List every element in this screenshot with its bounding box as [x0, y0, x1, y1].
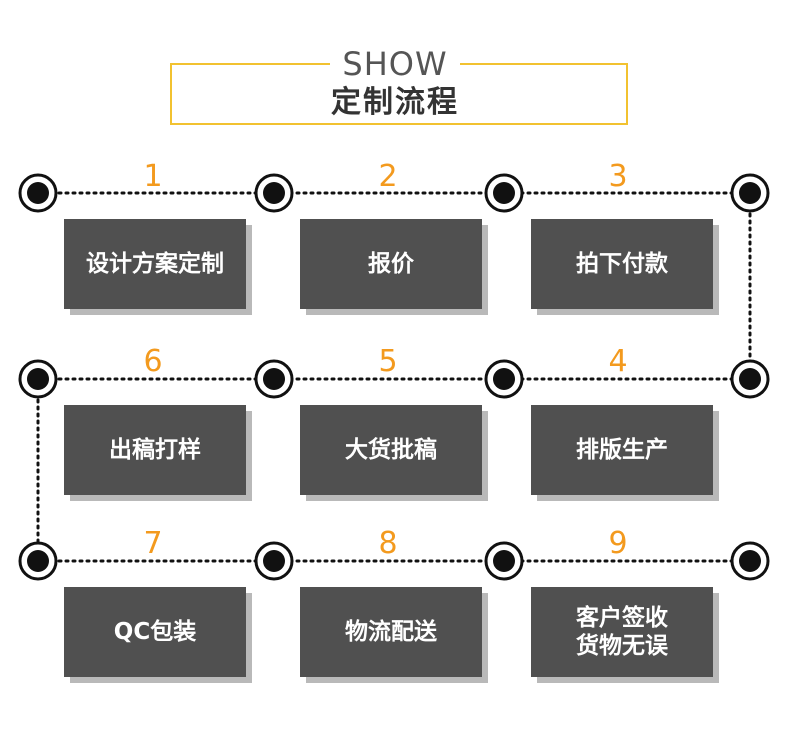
step-number-6: 6	[143, 344, 163, 379]
connector-node	[484, 173, 524, 213]
step-label-1: 设计方案定制	[86, 251, 224, 277]
connector-node	[730, 541, 770, 581]
step-number-1: 1	[143, 159, 163, 194]
step-label-3: 拍下付款	[576, 251, 668, 277]
connector-node	[18, 359, 58, 399]
step-box-3: 拍下付款	[531, 219, 713, 309]
step-number-4: 4	[608, 344, 628, 379]
connector-node	[18, 541, 58, 581]
step-number-2: 2	[378, 159, 398, 194]
step-label-4: 排版生产	[576, 437, 668, 463]
step-number-7: 7	[143, 526, 163, 561]
step-box-7: QC包装	[64, 587, 246, 677]
step-number-5: 5	[378, 344, 398, 379]
step-box-5: 大货批稿	[300, 405, 482, 495]
step-label-6: 出稿打样	[109, 437, 201, 463]
title-cn: 定制流程	[0, 83, 790, 123]
step-box-8: 物流配送	[300, 587, 482, 677]
connector-node	[254, 359, 294, 399]
step-box-9: 客户签收 货物无误	[531, 587, 713, 677]
step-label-9: 客户签收 货物无误	[576, 605, 668, 659]
connector-node	[18, 173, 58, 213]
step-label-7: QC包装	[113, 619, 197, 645]
connector-node	[254, 173, 294, 213]
connector-node	[484, 541, 524, 581]
step-number-9: 9	[608, 526, 628, 561]
connector-node	[254, 541, 294, 581]
step-box-6: 出稿打样	[64, 405, 246, 495]
step-box-4: 排版生产	[531, 405, 713, 495]
step-label-2: 报价	[368, 251, 414, 277]
step-number-8: 8	[378, 526, 398, 561]
connector-node	[730, 173, 770, 213]
connector-node	[484, 359, 524, 399]
connector-node	[730, 359, 770, 399]
step-box-2: 报价	[300, 219, 482, 309]
title-en: SHOW	[0, 44, 790, 84]
step-number-3: 3	[608, 159, 628, 194]
step-label-5: 大货批稿	[345, 437, 437, 463]
step-box-1: 设计方案定制	[64, 219, 246, 309]
step-label-8: 物流配送	[345, 619, 437, 645]
